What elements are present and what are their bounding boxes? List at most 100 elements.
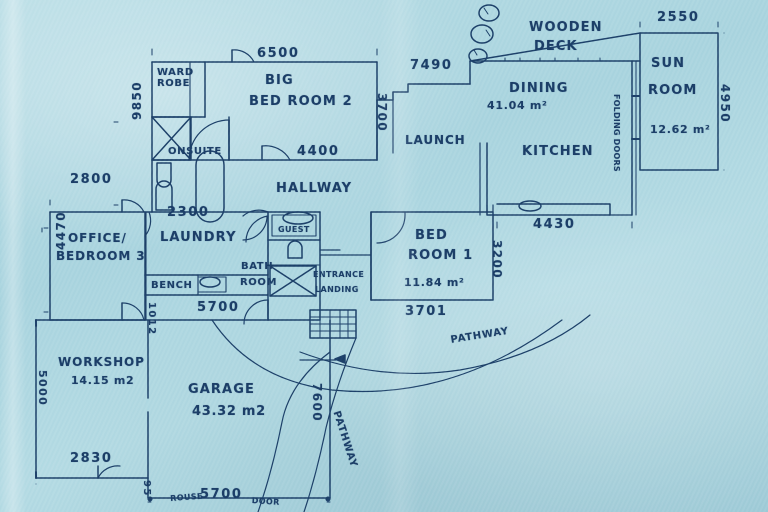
wall-sunroom: [639, 32, 719, 171]
dim-95: 95: [141, 480, 152, 497]
dim-2300: 2300: [167, 205, 210, 220]
room-label-launch: LAUNCH: [405, 133, 466, 147]
dim-5700-laundry: 5700: [197, 300, 240, 315]
room-label-entrance-line2: LANDING: [315, 285, 359, 294]
dim-ticks-6500: [151, 48, 378, 56]
room-label-workshop: WORKSHOP: [58, 355, 145, 369]
dim-2830: 2830: [70, 451, 113, 466]
deck-plant-3: [468, 48, 488, 64]
dim-dot-left: [147, 496, 153, 502]
kitchen-sink: [518, 200, 542, 212]
guest-box: [271, 214, 317, 237]
dim-3700: 3700: [375, 93, 389, 132]
bed1-doorway-marks: [486, 204, 494, 213]
room-label-entrance-line1: ENTRANCE: [313, 270, 365, 279]
stair-treads: [309, 309, 357, 339]
wall-kitchen-left: [486, 142, 498, 216]
room-label-deck-line2: DECK: [534, 39, 578, 54]
dim-4430: 4430: [533, 217, 576, 232]
room-label-bathroom-line1: BATH: [241, 261, 274, 272]
door-swing-guest: [245, 215, 269, 243]
dim-7490: 7490: [410, 58, 453, 73]
wardrobe-line2: ROBE: [157, 77, 191, 89]
dim-4950: 4950: [718, 84, 732, 123]
ensuite-shower-box: [151, 116, 192, 161]
room-label-dining: DINING: [509, 81, 569, 96]
door-swing-bed1: [376, 211, 406, 244]
dim-ticks-2800: [49, 199, 123, 206]
area-sunroom: 12.62 m²: [650, 123, 711, 136]
dim-9850: 9850: [130, 81, 144, 120]
room-label-bedroom2-line1: BIG: [265, 73, 294, 88]
laundry-tub: [199, 276, 221, 288]
room-label-garage: GARAGE: [188, 382, 255, 397]
dim-dot-right: [325, 496, 331, 502]
pathway-upper-edge-2: [299, 314, 591, 375]
room-label-bathroom-line2: ROOM: [240, 277, 278, 288]
dim-ticks-4430: [496, 221, 633, 229]
dim-ticks-4470: [43, 227, 49, 313]
door-swing-office-top: [121, 199, 145, 213]
room-label-laundry: LAUNDRY: [160, 230, 237, 245]
door-swing-office-bottom: [121, 302, 145, 321]
kitchen-bench: [496, 203, 611, 216]
pathway-upper-edge: [211, 319, 563, 393]
deck-slat-marks: [504, 57, 601, 62]
dim-ticks-9850: [113, 121, 119, 206]
deck-plant-1: [478, 4, 500, 22]
room-label-bedroom2-line2: BED ROOM 2: [249, 94, 353, 109]
room-label-bedroom1-line1: BED: [415, 228, 448, 243]
room-label-wardrobe: WARD ROBE: [157, 67, 194, 89]
door-swing-bath-a: [242, 209, 269, 217]
deck-plant-2: [470, 24, 494, 44]
area-bedroom1: 11.84 m²: [404, 276, 465, 289]
ensuite-basin: [156, 162, 172, 188]
bath-shower-cross: [269, 265, 317, 297]
dim-2550: 2550: [657, 10, 700, 25]
wall-launch-step: [376, 83, 471, 101]
dim-4400: 4400: [297, 144, 340, 159]
area-workshop: 14.15 m2: [71, 374, 135, 387]
dim-2800: 2800: [70, 172, 113, 187]
door-swing-bath-b: [242, 215, 268, 241]
wall-deck-diagonal: [469, 32, 641, 62]
dim-6500: 6500: [257, 46, 300, 61]
room-label-bedroom1-line2: ROOM 1: [408, 248, 474, 263]
room-label-bench: BENCH: [151, 280, 193, 291]
ensuite-bath: [195, 150, 225, 223]
dim-ticks-2550: [639, 21, 719, 28]
ensuite-toilet: [155, 180, 173, 211]
dim-5000: 5000: [36, 370, 49, 407]
door-swing-bed2: [261, 145, 291, 161]
room-label-hallway: HALLWAY: [276, 181, 353, 196]
room-label-deck-line1: WOODEN: [529, 20, 603, 35]
dim-3701: 3701: [405, 304, 448, 319]
annotation-folding-doors: FOLDING DOORS: [612, 94, 621, 172]
area-dining: 41.04 m²: [487, 99, 548, 112]
pathway-lower-left: [257, 351, 331, 512]
room-label-sunroom-line2: ROOM: [648, 83, 698, 98]
area-garage: 43.32 m2: [192, 404, 266, 419]
door-swing-bed2-top: [231, 49, 255, 63]
door-swing-laundry: [144, 211, 152, 237]
dim-5700-garage: 5700: [200, 487, 243, 502]
room-label-guest: GUEST: [278, 225, 310, 234]
dim-3200: 3200: [490, 240, 504, 279]
guest-basin: [282, 211, 314, 225]
ensuite-shower-cross: [151, 116, 192, 161]
room-label-kitchen: KITCHEN: [522, 144, 594, 159]
pathway-lower-right: [303, 337, 357, 512]
deck-plant-stems: [473, 7, 491, 56]
door-swing-workshop: [97, 465, 121, 479]
dim-4470: 4470: [54, 211, 68, 250]
guest-toilet: [287, 240, 303, 259]
room-label-office-line1: OFFICE/: [68, 231, 127, 245]
wardrobe-line1: WARD: [157, 67, 194, 78]
laundry-tub-box: [198, 276, 227, 293]
pathway-arrow: [334, 354, 346, 364]
room-label-ensuite: ONSUITE: [168, 146, 222, 157]
room-label-sunroom-line1: SUN: [651, 56, 686, 71]
dim-7600: 7600: [310, 383, 324, 422]
